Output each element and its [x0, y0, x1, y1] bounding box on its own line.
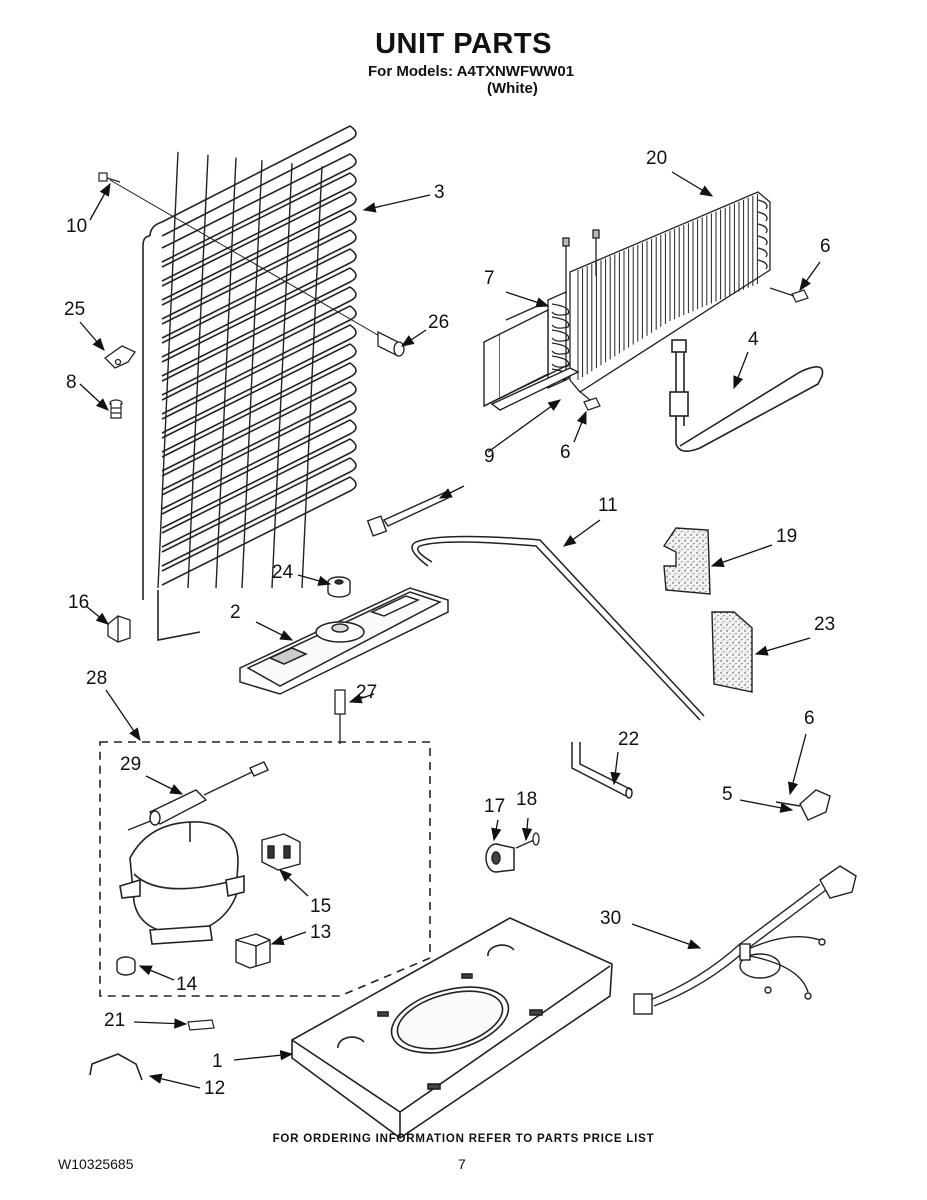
- callout-19: 19: [776, 526, 797, 547]
- callout-20: 20: [646, 148, 667, 169]
- document-number: W10325685: [58, 1156, 134, 1172]
- evaporator-20: [547, 191, 771, 393]
- callout-18: 18: [516, 789, 537, 810]
- condenser-coil: [142, 125, 357, 641]
- heater-4: [669, 339, 824, 452]
- callout-21: 21: [104, 1010, 125, 1031]
- callout-30: 30: [600, 908, 621, 929]
- callout-4: 4: [748, 329, 759, 350]
- grommet-14: [116, 956, 136, 976]
- callout-29: 29: [120, 754, 141, 775]
- drain-tube-11: [411, 535, 705, 721]
- callout-15: 15: [310, 896, 331, 917]
- callout-3: 3: [434, 182, 445, 203]
- insulation-23: [711, 611, 753, 693]
- callout-26: 26: [428, 312, 449, 333]
- spacer-26: [377, 330, 405, 358]
- models-line: For Models: A4TXNWFWW01: [368, 63, 575, 80]
- callout-27: 27: [356, 682, 377, 703]
- callout-25: 25: [64, 299, 85, 320]
- callout-leaders: [79, 171, 821, 1089]
- base-tray-1: [291, 917, 613, 1139]
- drain-pan-2: [239, 587, 449, 695]
- clip-21: [187, 1019, 215, 1031]
- clip-16: [107, 615, 131, 643]
- callout-12: 12: [204, 1078, 225, 1099]
- callout-6: 6: [820, 236, 831, 257]
- foot-17: [485, 843, 515, 873]
- ordering-note: FOR ORDERING INFORMATION REFER TO PARTS …: [272, 1133, 655, 1145]
- wire-harness-30: [633, 865, 857, 1015]
- compressor-kit-box: [99, 741, 431, 997]
- screw-18: [515, 832, 540, 849]
- insulation-19: [662, 527, 711, 595]
- overload-13: [235, 933, 271, 969]
- callout-11: 11: [598, 495, 618, 516]
- evaporator-cover-7: [483, 303, 580, 411]
- tube-27: [334, 689, 346, 744]
- callout-6: 6: [804, 708, 815, 729]
- callout-8: 8: [66, 372, 77, 393]
- relay-15: [261, 833, 301, 871]
- callout-5: 5: [722, 784, 733, 805]
- callout-24: 24: [272, 562, 294, 583]
- bracket-25: [103, 345, 136, 369]
- page-title: UNIT PARTS: [375, 28, 552, 60]
- callout-14: 14: [176, 974, 198, 995]
- page-number: 7: [458, 1156, 466, 1172]
- thermistor-9: [366, 491, 449, 537]
- screw-6b: [577, 389, 601, 411]
- wire-12: [89, 1053, 143, 1081]
- callout-7: 7: [484, 268, 495, 289]
- screw-6a: [769, 287, 809, 303]
- drier-29: [127, 761, 269, 831]
- color-line: (White): [487, 80, 538, 97]
- callout-28: 28: [86, 668, 107, 689]
- callout-9: 9: [484, 446, 495, 467]
- callout-1: 1: [212, 1051, 223, 1072]
- callout-23: 23: [814, 614, 835, 635]
- callout-2: 2: [230, 602, 241, 623]
- callout-16: 16: [68, 592, 89, 613]
- screw-8: [109, 399, 123, 419]
- callout-10: 10: [66, 216, 87, 237]
- callout-6: 6: [560, 442, 571, 463]
- callout-17: 17: [484, 796, 505, 817]
- compressor: [119, 821, 245, 945]
- callout-labels: 10 3 25 8 26 16 24 2 27 28 29 15 13 14 21 1 12 20 6 7 4 6 9 11 1…: [64, 148, 835, 1099]
- grommet-24: [327, 576, 351, 598]
- callout-13: 13: [310, 922, 331, 943]
- callout-22: 22: [618, 729, 639, 750]
- tube-22: [571, 742, 633, 799]
- screw-10: [98, 172, 396, 346]
- bracket-5: [775, 789, 831, 821]
